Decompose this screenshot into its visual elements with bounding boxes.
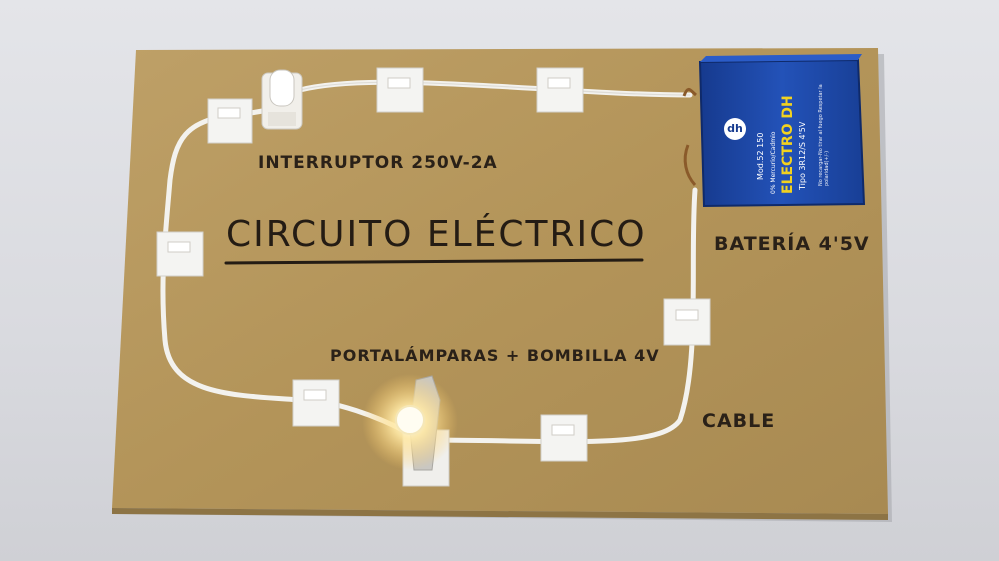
- battery-print: dh Mod.52 150 0% Mercurio/Cadmio ELECTRO…: [706, 66, 856, 200]
- battery-model: Mod.52 150: [756, 132, 765, 180]
- cable-clip: [376, 67, 424, 113]
- battery: [698, 54, 866, 208]
- lamp-label: PORTALÁMPARAS + BOMBILLA 4V: [330, 346, 660, 365]
- cable-clip: [663, 298, 711, 346]
- battery-brand: ELECTRO DH: [780, 95, 796, 194]
- board-title: CIRCUITO ELÉCTRICO: [226, 214, 647, 255]
- cable-clip: [292, 379, 340, 427]
- battery-warning: No recargar-No tirar al fuego Respetar l…: [818, 84, 830, 186]
- switch-label: INTERRUPTOR 250V-2A: [258, 153, 498, 173]
- cable-clip: [540, 414, 588, 462]
- cable-clip: [207, 98, 253, 144]
- cable-clip: [156, 231, 204, 277]
- battery-type: Tipo 3R12/S 4'5V: [798, 121, 807, 190]
- dh-logo: dh: [724, 118, 746, 140]
- battery-mercury: 0% Mercurio/Cadmio: [770, 131, 777, 194]
- cable-clip: [536, 67, 584, 113]
- cable-label: CABLE: [702, 410, 776, 432]
- battery-label: BATERÍA 4'5V: [714, 233, 870, 255]
- light-bulb: [395, 405, 425, 435]
- switch-interruptor: [261, 69, 303, 130]
